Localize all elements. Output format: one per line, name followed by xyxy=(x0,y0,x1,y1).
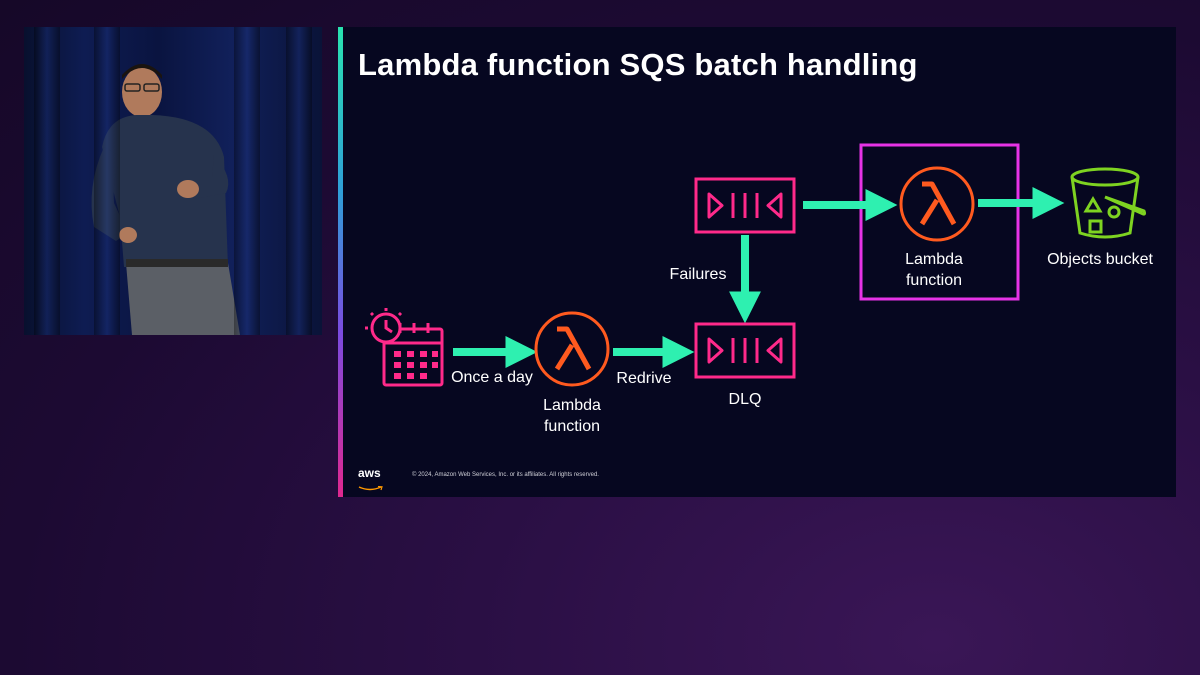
lambda-icon xyxy=(899,166,975,242)
speaker-video-feed xyxy=(24,27,322,335)
slide-accent-bar xyxy=(338,27,343,497)
calendar-clock-icon xyxy=(365,308,444,387)
edge-label-once-a-day: Once a day xyxy=(451,369,533,386)
label-line: Lambda xyxy=(905,251,963,268)
speaker-hand-left xyxy=(119,227,137,243)
label-line: Lambda xyxy=(543,397,601,414)
copyright-notice: © 2024, Amazon Web Services, Inc. or its… xyxy=(412,472,599,478)
edge-label-redrive: Redrive xyxy=(616,370,672,387)
curtain-fold xyxy=(94,27,120,335)
speaker-belt xyxy=(126,259,228,267)
highlight-box xyxy=(859,143,1020,301)
speaker-hair xyxy=(122,64,162,79)
node-label-lambda-left: Lambda function xyxy=(522,395,622,437)
label-line: function xyxy=(905,272,963,289)
sqs-queue-icon xyxy=(694,177,796,234)
aws-smile-icon xyxy=(358,485,383,491)
slide-title: Lambda function SQS batch handling xyxy=(358,47,918,82)
speaker-glasses xyxy=(124,83,141,92)
node-label-lambda-right: Lambda function xyxy=(884,249,984,291)
speaker-hand-right xyxy=(177,180,199,198)
speaker-head xyxy=(122,67,162,117)
aws-logo-text: aws xyxy=(358,466,381,480)
presentation-slide: Lambda function SQS batch handling xyxy=(338,27,1176,497)
node-label-dlq: DLQ xyxy=(728,391,762,408)
s3-bucket-icon xyxy=(1070,167,1147,239)
curtain-fold xyxy=(34,27,60,335)
curtain-fold xyxy=(234,27,260,335)
aws-logo: aws xyxy=(358,466,388,491)
node-label-bucket: Objects bucket xyxy=(1047,251,1153,268)
speaker-jeans xyxy=(126,263,240,335)
lambda-icon xyxy=(534,311,610,387)
speaker-arm-right xyxy=(192,155,229,199)
speaker-arm-left xyxy=(91,147,128,241)
speaker-figure xyxy=(91,64,240,335)
speaker-glasses xyxy=(143,83,160,92)
architecture-diagram xyxy=(365,143,1147,387)
curtain-fold xyxy=(286,27,312,335)
label-line: function xyxy=(543,418,601,435)
sqs-queue-icon xyxy=(694,322,796,379)
edge-label-failures: Failures xyxy=(669,266,727,283)
